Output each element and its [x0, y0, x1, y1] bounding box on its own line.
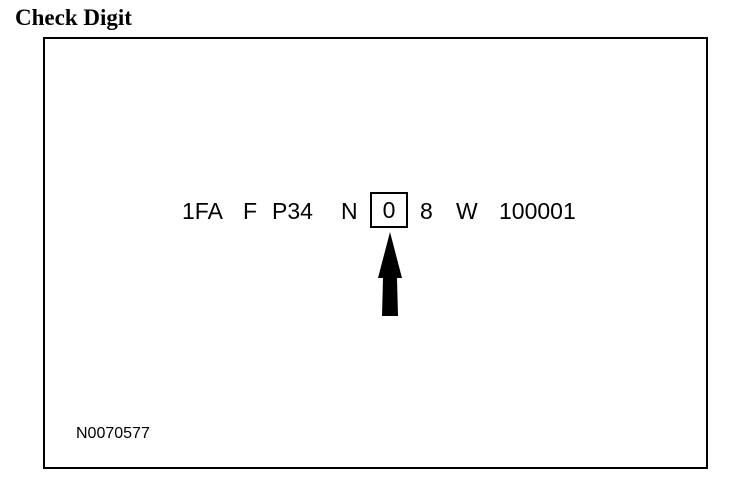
vin-segment-model-year: 8	[420, 198, 433, 224]
diagram-frame	[43, 37, 708, 469]
vin-segment-line-series-body: P34	[272, 198, 313, 224]
vin-segment-engine: N	[341, 198, 358, 224]
arrow-up-icon	[378, 232, 402, 316]
reference-number: N0070577	[76, 425, 150, 442]
diagram-title: Check Digit	[15, 5, 132, 30]
check-digit-box: 0	[370, 192, 408, 228]
vin-segment-serial: 100001	[499, 198, 576, 224]
vin-segment-restraint: F	[243, 198, 258, 224]
vin-segment-plant: W	[456, 198, 478, 224]
vin-segment-wmi: 1FA	[182, 198, 223, 224]
